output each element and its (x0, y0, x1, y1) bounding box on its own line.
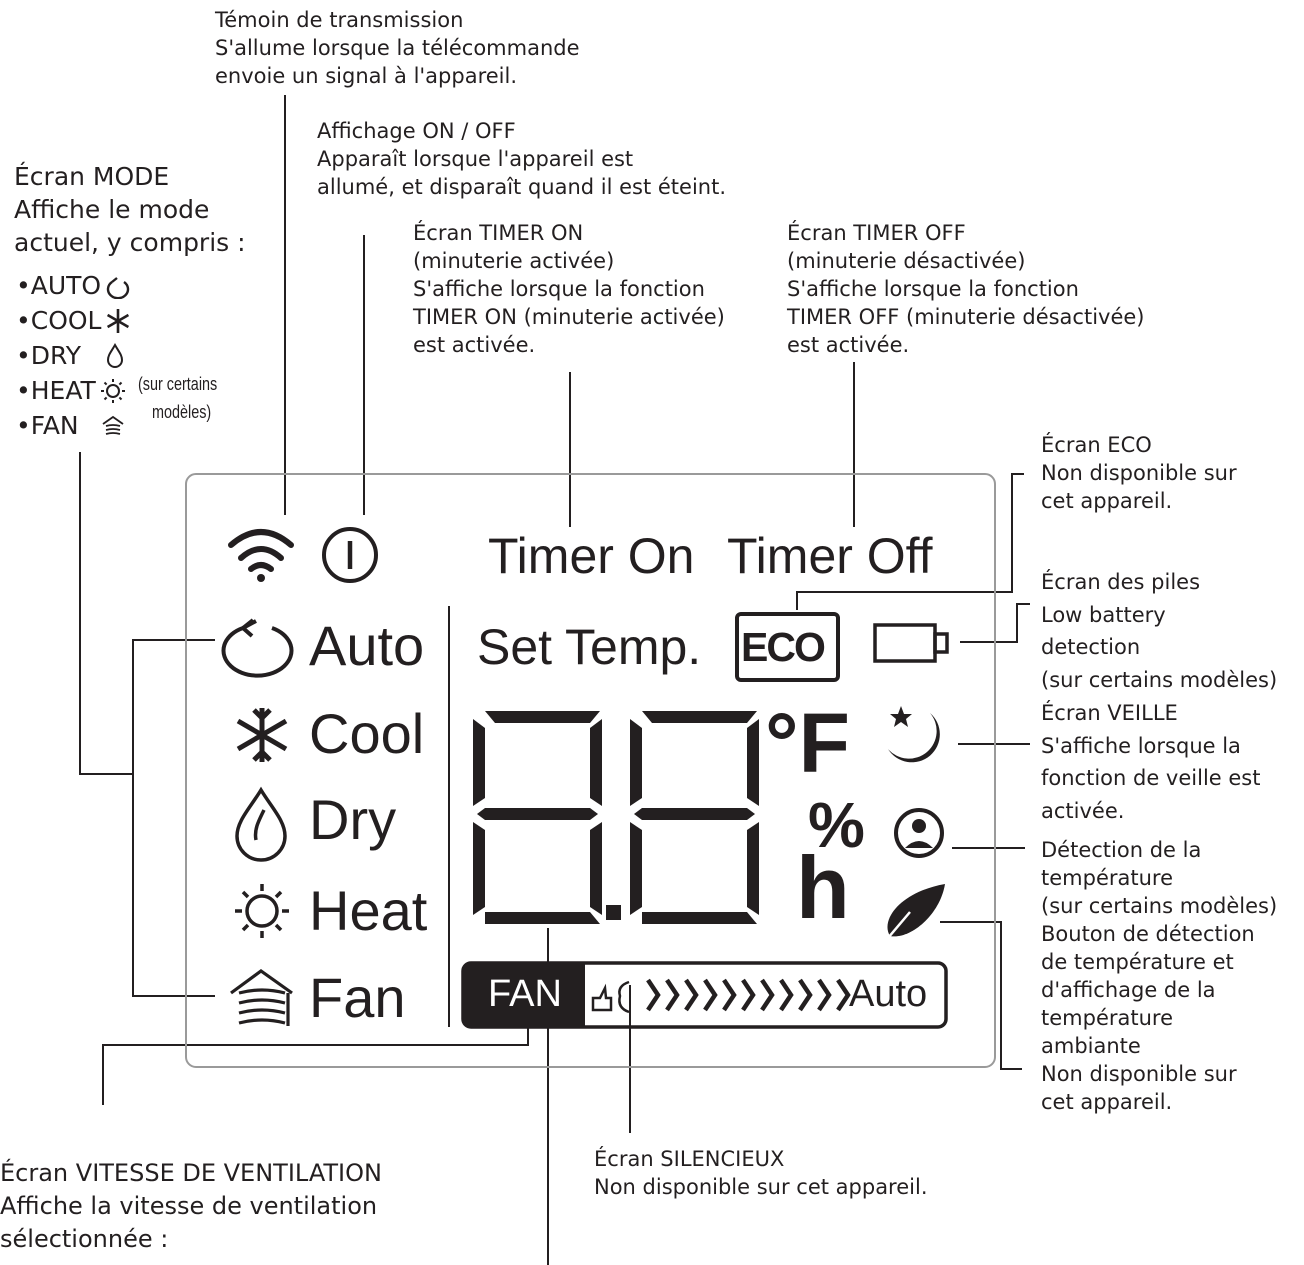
mode-list-cool: •COOL (16, 303, 133, 338)
droplet-icon (107, 342, 124, 368)
silent-annotation: Écran SILENCIEUX Non disponible sur cet … (594, 1147, 928, 1199)
lcd-fan-label: FAN (488, 973, 562, 1015)
snowflake-icon (236, 708, 288, 762)
wifi-dot (257, 574, 265, 582)
transmission-annotation: Témoin de transmission S'allume lorsque … (215, 8, 580, 88)
battery-icon (873, 623, 949, 663)
mode-list: •AUTO •COOL •DRY •HEAT (16, 268, 133, 443)
mode-list-label: •COOL (16, 306, 102, 335)
person-circle-icon (894, 808, 944, 858)
lcd-eco-label: ECO (741, 624, 826, 670)
mode-leader (79, 452, 133, 775)
mode-list-label: •DRY (16, 341, 82, 370)
leaf-vein (887, 911, 911, 939)
onoff-annotation: Affichage ON / OFF Apparaît lorsque l'ap… (317, 119, 727, 199)
mode-list-label: •FAN (16, 411, 79, 440)
fan-label-block (463, 963, 585, 1027)
lcd-fan-auto: Auto (849, 973, 928, 1015)
fan-house-icon (102, 415, 124, 435)
battery-annotation: Écran des piles Low battery detection (s… (1041, 570, 1278, 692)
fan-speed-annotation: Écran VITESSE DE VENTILATION Affiche la … (0, 1159, 382, 1253)
timer-on-annotation: Écran TIMER ON (minuterie activée) S'aff… (413, 221, 725, 357)
eco-annotation: Écran ECO Non disponible sur cet apparei… (1041, 433, 1237, 513)
temp-display-leader (940, 921, 1022, 1070)
power-icon (322, 527, 378, 583)
mode-list-auto: •AUTO (16, 268, 133, 303)
fan-speed-chevrons (646, 978, 851, 1012)
mode-list-heat: •HEAT (16, 373, 133, 408)
lcd-timer-off: Timer Off (727, 528, 933, 584)
silent-hand-icon (591, 980, 630, 1014)
fan-house-icon (230, 969, 293, 1026)
lcd-mode-cool: Cool (309, 702, 425, 765)
sun-icon (235, 884, 289, 938)
star-icon (890, 706, 912, 727)
lcd-timer-on: Timer On (488, 528, 695, 584)
sleep-annotation: Écran VEILLE S'affiche lorsque la foncti… (1041, 701, 1261, 823)
lcd-mode-auto: Auto (309, 614, 425, 677)
battery-leader (960, 603, 1030, 643)
snowflake-icon (106, 308, 129, 333)
fan-speed-leader (102, 1020, 529, 1105)
lcd-unit-hour: h (796, 838, 850, 937)
seven-segment-digit-2 (630, 711, 759, 924)
seven-segment-digit-1 (473, 711, 602, 924)
mode-list-dry: •DRY (16, 338, 133, 373)
droplet-icon (235, 786, 287, 862)
mode-note-line1: (sur certains (138, 374, 218, 394)
lcd-mode-dry: Dry (309, 788, 397, 851)
mode-bracket (132, 639, 215, 997)
eco-leader (796, 473, 1024, 610)
lcd-unit-fahrenheit: °F (765, 696, 850, 790)
mode-list-fan: •FAN (16, 408, 133, 443)
lcd-unit-percent: % (808, 789, 865, 861)
mode-list-label: •HEAT (16, 376, 96, 405)
mode-list-label: •AUTO (16, 271, 102, 300)
timer-off-annotation: Écran TIMER OFF (minuterie désactivée) S… (787, 221, 1145, 357)
lcd-frame (185, 473, 996, 1068)
eco-box (735, 612, 840, 682)
wifi-icon (228, 529, 294, 572)
auto-mode-icon (221, 618, 294, 678)
sun-icon (100, 378, 125, 403)
lcd-mode-heat: Heat (309, 879, 428, 942)
lcd-set-temp: Set Temp. (477, 619, 702, 675)
temp-detect-annotation: Détection de la température (sur certain… (1041, 838, 1278, 1114)
decimal-point (606, 905, 621, 920)
mode-annotation: Écran MODE Affiche le mode actuel, y com… (14, 162, 246, 257)
auto-mode-icon (106, 276, 130, 299)
lcd-mode-fan: Fan (309, 966, 406, 1029)
mode-note-line2: modèles) (152, 402, 212, 422)
